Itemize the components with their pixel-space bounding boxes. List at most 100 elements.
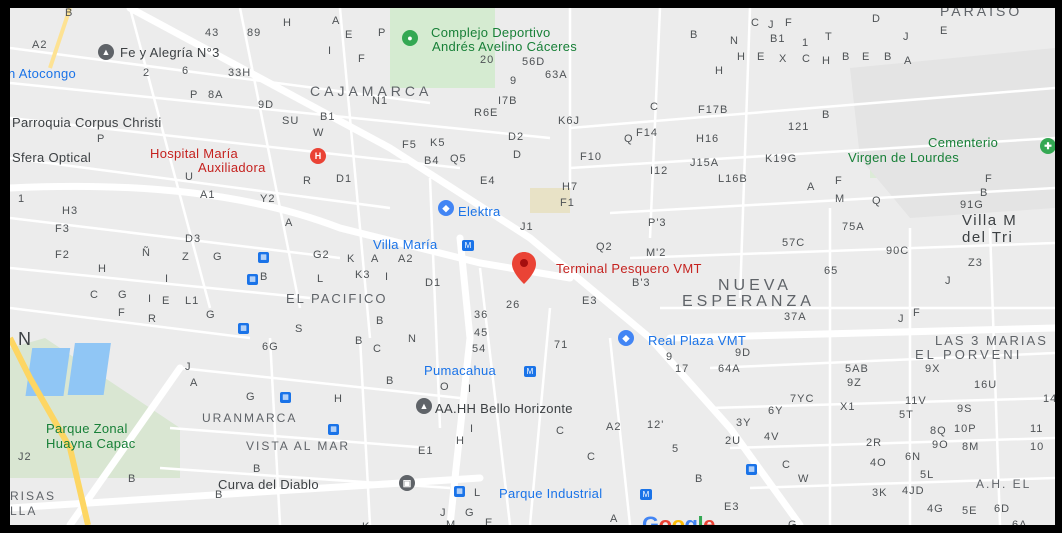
block-code-label: J — [903, 31, 910, 43]
block-code-label: B — [842, 51, 851, 63]
area-n-left: N — [18, 329, 35, 349]
block-code-label: A — [610, 513, 619, 525]
poi-hospital-line1[interactable]: Hospital María — [150, 146, 239, 161]
block-code-label: 8Q — [930, 425, 947, 437]
poi-parque-industrial[interactable]: Parque Industrial — [499, 486, 603, 501]
block-code-label: 11V — [905, 395, 927, 407]
poi-curva-diablo[interactable]: Curva del Diablo — [218, 477, 319, 492]
block-code-label: U — [185, 171, 194, 183]
block-code-label: G — [213, 251, 223, 263]
block-code-label: Q2 — [596, 241, 613, 253]
block-code-label: Q — [872, 195, 882, 207]
poi-villa-maria[interactable]: Villa María — [373, 237, 438, 252]
bus-stop-pin-icon[interactable]: ▣ — [399, 475, 415, 491]
poi-real-plaza[interactable]: Real Plaza VMT — [648, 333, 747, 348]
poi-cementerio-line2[interactable]: Virgen de Lourdes — [848, 150, 960, 165]
google-logo-letter: G — [642, 512, 659, 525]
poi-elektra[interactable]: Elektra — [458, 204, 501, 219]
block-code-label: N — [730, 35, 739, 47]
bus-stop-icon[interactable]: ▦ — [258, 252, 269, 263]
poi-parque-zonal-line1[interactable]: Parque Zonal — [46, 421, 128, 436]
shopping-pin-real-plaza-icon[interactable]: ◆ — [618, 330, 634, 346]
block-code-label: F2 — [55, 249, 70, 261]
block-code-label: G2 — [313, 249, 330, 261]
block-code-label: Y2 — [260, 193, 276, 205]
highway-yellow-2 — [48, 8, 72, 69]
poi-parroquia[interactable]: Parroquia Corpus Christi — [12, 115, 162, 130]
school-pin-bello-icon[interactable]: ▲ — [416, 398, 432, 414]
block-code-label: 1 — [802, 37, 810, 49]
block-code-label: B — [260, 271, 269, 283]
cemetery-pin-icon[interactable]: ✚ — [1040, 138, 1055, 154]
metro-villa-maria-icon[interactable]: M — [462, 240, 474, 251]
poi-parque-zonal-line2[interactable]: Huayna Capac — [46, 436, 136, 451]
minor-streets — [10, 8, 1055, 525]
block-code-label: B — [695, 473, 704, 485]
poi-del-tri[interactable]: del Tri — [962, 229, 1014, 246]
block-code-label: 2U — [725, 435, 742, 447]
block-code-label: A — [807, 181, 816, 193]
block-code-label: D3 — [185, 233, 202, 245]
block-code-label: J2 — [18, 451, 32, 463]
poi-hospital-line2[interactable]: Auxiliadora — [198, 160, 266, 175]
google-logo-letter: g — [684, 512, 698, 525]
block-code-label: N1 — [372, 95, 389, 107]
block-code-label: F1 — [560, 197, 575, 209]
poi-terminal[interactable]: Terminal Pesquero VMT — [556, 261, 702, 276]
block-code-label: H — [98, 263, 107, 275]
block-code-label: H3 — [62, 205, 79, 217]
block-code-label: C — [587, 451, 596, 463]
block-code-label: X1 — [840, 401, 856, 413]
metro-parque-industrial-icon[interactable]: M — [640, 489, 652, 500]
block-code-label: H7 — [562, 181, 579, 193]
block-code-label: 4V — [764, 431, 780, 443]
poi-complejo-line1[interactable]: Complejo Deportivo — [431, 25, 551, 40]
poi-bello-horizonte[interactable]: AA.HH Bello Horizonte — [435, 401, 573, 416]
block-code-label: E — [940, 25, 949, 37]
poi-sfera[interactable]: Sfera Optical — [12, 150, 92, 165]
block-code-label: I12 — [650, 165, 669, 177]
location-pin-icon[interactable] — [512, 252, 536, 284]
poi-cementerio-line1[interactable]: Cementerio — [928, 135, 999, 150]
block-code-label: W — [798, 473, 810, 485]
block-code-label: B4 — [424, 155, 440, 167]
block-code-label: 9 — [666, 351, 674, 363]
shopping-pin-elektra-icon[interactable]: ◆ — [438, 200, 454, 216]
block-code-label: R — [303, 175, 312, 187]
block-code-label: E3 — [582, 295, 598, 307]
block-code-label: C — [751, 17, 760, 29]
block-code-label: 9Z — [847, 377, 862, 389]
bus-stop-icon[interactable]: ▦ — [746, 464, 757, 475]
block-code-label: I — [328, 45, 333, 57]
block-code-label: C — [650, 101, 659, 113]
bus-stop-icon[interactable]: ▦ — [238, 323, 249, 334]
bus-stop-icon[interactable]: ▦ — [328, 424, 339, 435]
block-code-label: P — [190, 89, 199, 101]
block-code-label: J — [945, 275, 952, 287]
bus-stop-icon[interactable]: ▦ — [247, 274, 258, 285]
block-code-label: H — [715, 65, 724, 77]
hospital-pin-icon[interactable]: H — [310, 148, 326, 164]
block-code-label: G — [206, 309, 216, 321]
block-code-label: B — [65, 8, 74, 19]
poi-atocongo[interactable]: n Atocongo — [10, 66, 77, 81]
block-code-label: C — [90, 289, 99, 301]
block-code-label: Z — [182, 251, 190, 263]
metro-pumacahua-icon[interactable]: M — [524, 366, 536, 377]
block-code-label: 65 — [824, 265, 839, 277]
block-code-label: I — [165, 273, 170, 285]
bus-stop-icon[interactable]: ▦ — [454, 486, 465, 497]
bus-stop-icon[interactable]: ▦ — [280, 392, 291, 403]
block-code-label: E3 — [724, 501, 740, 513]
block-code-label: M'2 — [646, 247, 667, 259]
block-code-label: 4JD — [902, 485, 925, 497]
block-code-label: 4O — [870, 457, 887, 469]
poi-complejo-line2[interactable]: Andrés Avelino Cáceres — [432, 39, 578, 54]
poi-villa-m[interactable]: Villa M — [962, 212, 1018, 229]
block-code-label: 54 — [472, 343, 487, 355]
poi-fe-alegria[interactable]: Fe y Alegría N°3 — [120, 45, 220, 60]
school-pin-icon[interactable]: ▲ — [98, 44, 114, 60]
poi-pumacahua[interactable]: Pumacahua — [424, 363, 497, 378]
map-view[interactable]: ● Complejo Deportivo Andrés Avelino Cáce… — [10, 8, 1055, 525]
park-pin-icon[interactable]: ● — [402, 30, 418, 46]
